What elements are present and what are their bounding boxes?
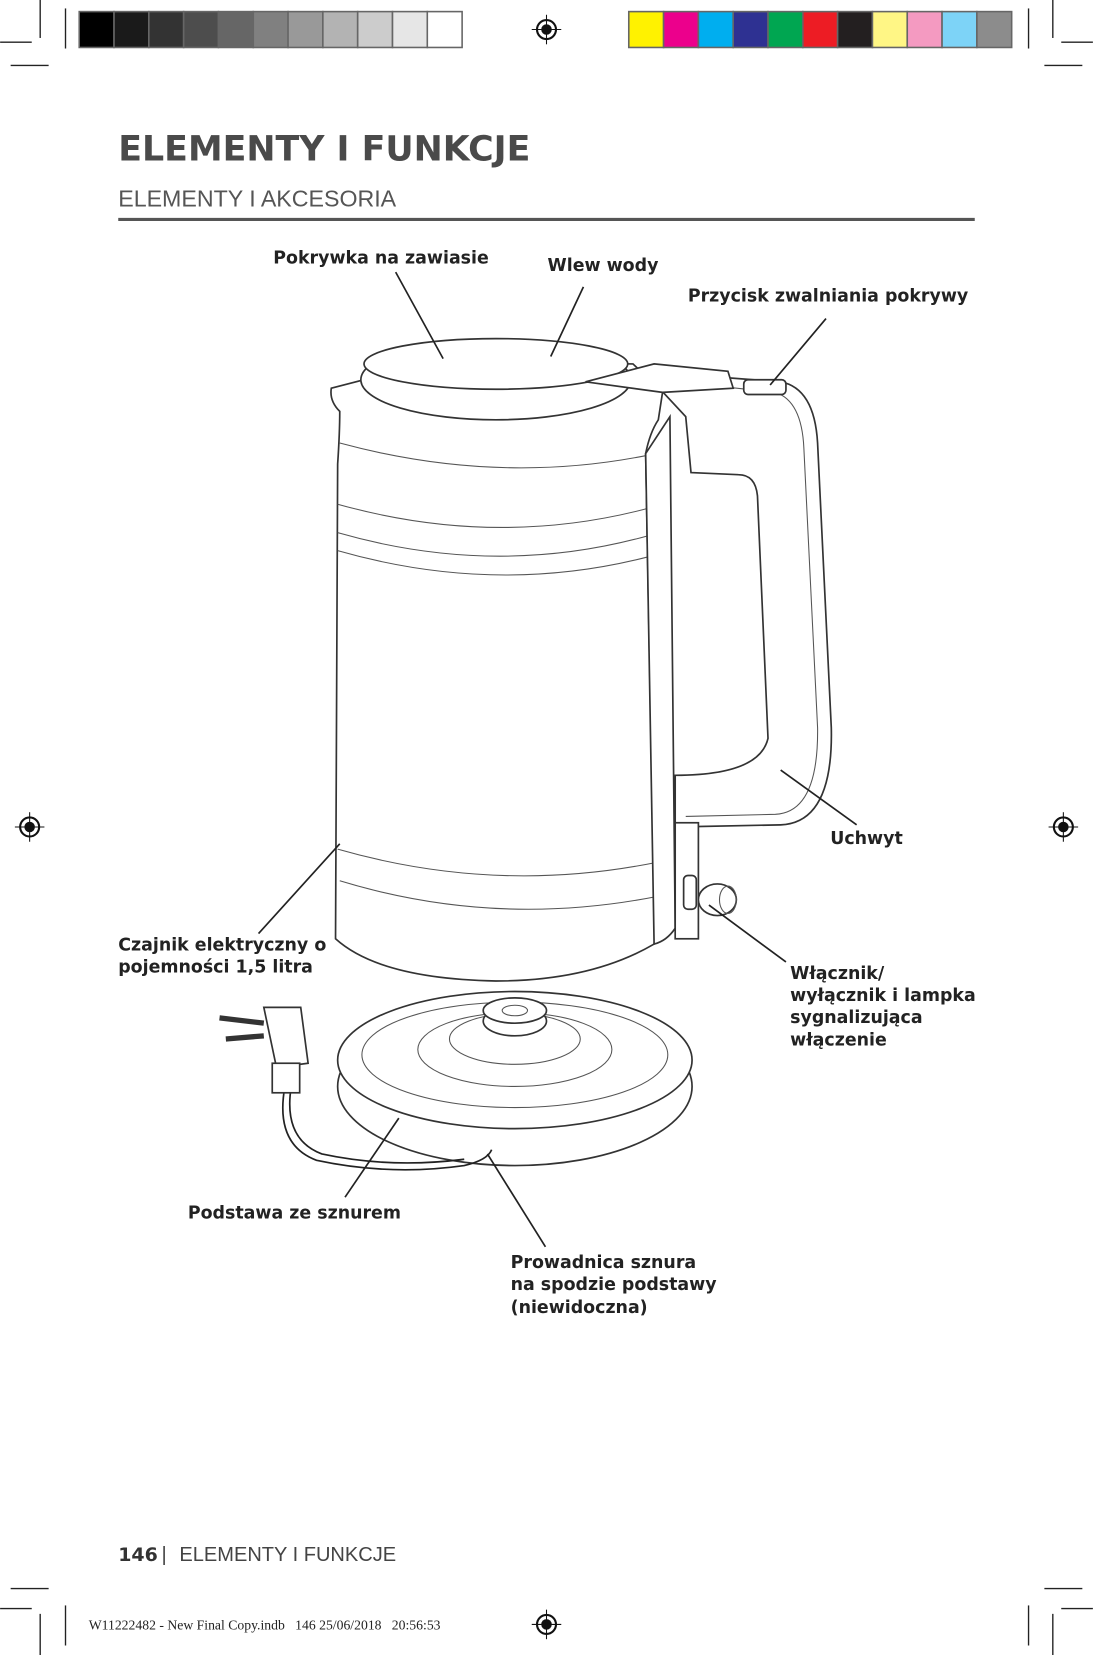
color-bar — [627, 10, 1013, 49]
label-switch: sygnalizująca — [790, 1008, 922, 1028]
color-swatch — [148, 10, 185, 49]
color-swatch — [426, 10, 463, 49]
color-swatch — [182, 10, 220, 49]
label-lid-release-button: Przycisk zwalniania pokrywy — [688, 287, 969, 307]
color-swatch — [217, 10, 255, 49]
label-switch: wyłącznik i lampka — [790, 986, 976, 1006]
kettle-illustration — [219, 337, 833, 1171]
page-number: 146 — [118, 1544, 158, 1566]
color-swatch — [113, 10, 150, 49]
label-kettle: pojemności 1,5 litra — [118, 958, 313, 978]
label-cord-guide: (niewidoczna) — [511, 1298, 648, 1318]
color-swatch — [802, 10, 839, 49]
color-swatch — [732, 10, 769, 49]
label-base: Podstawa ze sznurem — [188, 1203, 401, 1223]
print-slug: W11222482 - New Final Copy.indb 146 25/0… — [89, 1618, 441, 1633]
label-hinged-lid: Pokrywka na zawiasie — [273, 249, 489, 269]
color-swatch — [906, 10, 943, 49]
color-swatch — [976, 10, 1013, 49]
registration-mark-icon — [14, 812, 45, 842]
color-swatch — [662, 10, 700, 49]
section-subtitle: ELEMENTY I AKCESORIA — [118, 186, 396, 212]
color-swatch — [391, 10, 429, 49]
color-swatch — [871, 10, 909, 49]
label-switch: włączenie — [790, 1030, 887, 1050]
color-swatch — [78, 10, 115, 49]
color-swatch — [767, 10, 804, 49]
color-swatch — [287, 10, 324, 49]
registration-mark-icon — [1048, 812, 1079, 842]
label-kettle: Czajnik elektryczny o — [118, 935, 326, 955]
footer-separator: | — [161, 1544, 166, 1566]
label-water-inlet: Wlew wody — [548, 256, 660, 276]
color-swatch — [836, 10, 874, 49]
leader-lines — [257, 271, 858, 1248]
color-swatch — [356, 10, 394, 49]
color-swatch — [252, 10, 289, 49]
label-switch: Włącznik/ — [790, 964, 885, 984]
label-cord-guide: na spodzie podstawy — [511, 1275, 718, 1295]
footer-section: ELEMENTY I FUNKCJE — [179, 1544, 396, 1566]
grayscale-bar — [78, 10, 463, 49]
label-cord-guide: Prowadnica sznura — [511, 1253, 697, 1273]
color-swatch — [697, 10, 734, 49]
label-handle: Uchwyt — [830, 829, 903, 849]
page-title: ELEMENTY I FUNKCJE — [118, 129, 530, 169]
color-swatch — [941, 10, 978, 49]
color-swatch — [322, 10, 359, 49]
registration-mark-icon — [531, 1609, 562, 1640]
registration-mark-icon — [531, 14, 562, 45]
color-swatch — [627, 10, 665, 49]
